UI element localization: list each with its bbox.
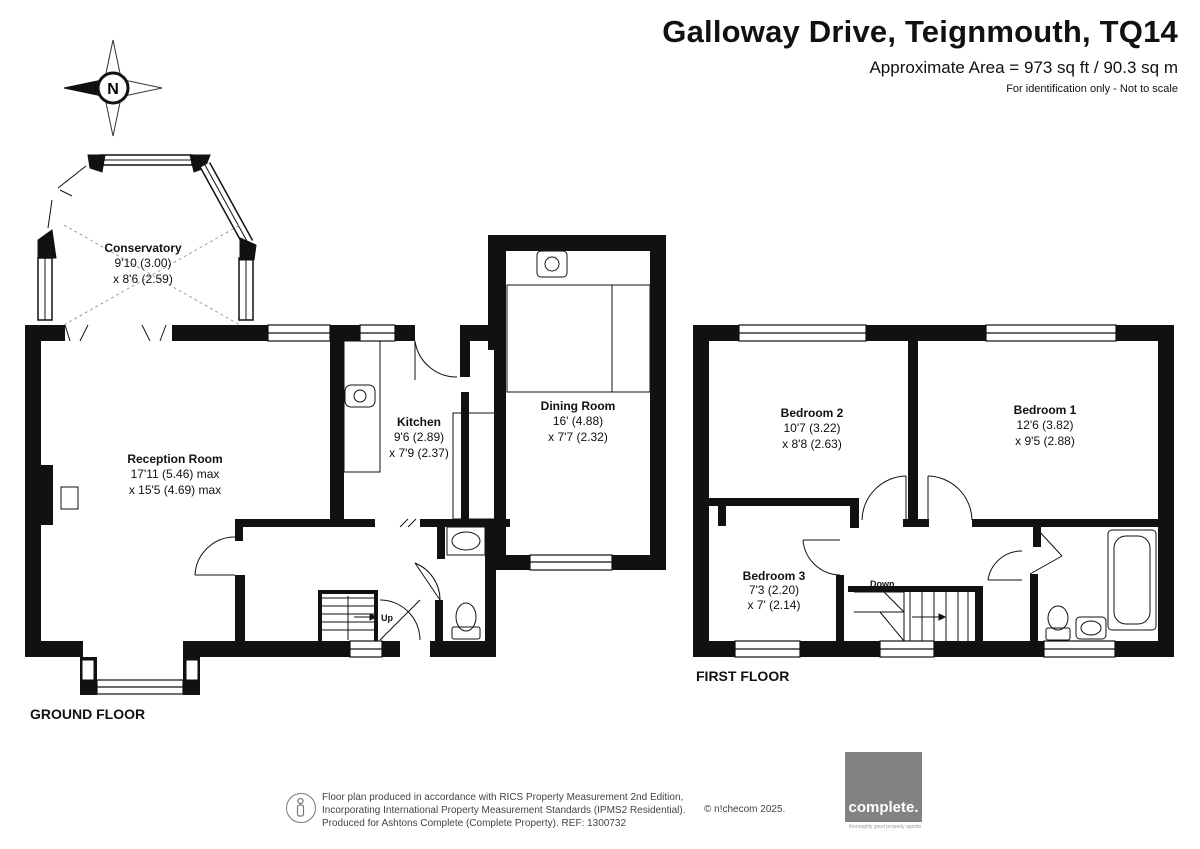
kitchen-name: Kitchen <box>397 415 441 429</box>
ground-floor-windows <box>96 324 613 695</box>
dining-dim2: x 7'7 (2.32) <box>548 430 608 444</box>
first-floor-fixtures <box>802 475 1157 642</box>
first-floor-walls <box>693 325 1174 657</box>
bedroom3-name: Bedroom 3 <box>743 569 806 583</box>
dining-dim1: 16' (4.88) <box>553 414 603 428</box>
reception-dim1: 17'11 (5.46) max <box>131 467 220 481</box>
kitchen-dim2: x 7'9 (2.37) <box>389 446 449 460</box>
compass-letter: N <box>107 81 119 98</box>
bedroom2-dim1: 10'7 (3.22) <box>784 421 841 435</box>
footer-line2: Incorporating International Property Mea… <box>322 805 686 816</box>
footer-line3: Produced for Ashtons Complete (Complete … <box>322 818 627 829</box>
bedroom1-dim2: x 9'5 (2.88) <box>1015 434 1075 448</box>
kitchen-dim1: 9'6 (2.89) <box>394 430 444 444</box>
footer-line1: Floor plan produced in accordance with R… <box>322 792 684 803</box>
reception-name: Reception Room <box>127 452 222 466</box>
approximate-area: Approximate Area = 973 sq ft / 90.3 sq m <box>869 58 1178 77</box>
bedroom1-name: Bedroom 1 <box>1014 403 1077 417</box>
conservatory-dim1: 9'10 (3.00) <box>115 256 172 270</box>
conservatory-name: Conservatory <box>104 241 182 255</box>
bay-window <box>80 657 200 695</box>
ground-floor-fixtures <box>60 250 651 641</box>
first-floor-windows <box>734 324 1117 658</box>
copyright: © n!checom 2025. <box>704 804 786 815</box>
scale-note: For identification only - Not to scale <box>1006 83 1178 95</box>
bedroom2-name: Bedroom 2 <box>781 406 844 420</box>
ground-floor-walls <box>25 235 666 657</box>
property-title: Galloway Drive, Teignmouth, TQ14 <box>662 14 1178 49</box>
bedroom3-dim2: x 7' (2.14) <box>748 598 801 612</box>
stairs-up-label: Up <box>381 613 393 623</box>
conservatory-structure <box>37 154 257 326</box>
first-floor-label: FIRST FLOOR <box>696 668 790 684</box>
bedroom3-dim1: 7'3 (2.20) <box>749 583 799 597</box>
person-info-icon <box>286 793 316 823</box>
footer-disclaimer: Floor plan produced in accordance with R… <box>322 791 686 830</box>
ground-floor-label: GROUND FLOOR <box>30 706 146 722</box>
room-labels: Conservatory 9'10 (3.00) x 8'6 (2.59) Re… <box>104 241 1076 623</box>
agency-logo: complete. <box>845 752 922 822</box>
reception-dim2: x 15'5 (4.69) max <box>129 483 221 497</box>
stairs-down-label: Down <box>870 579 895 589</box>
bedroom1-dim1: 12'6 (3.82) <box>1017 418 1074 432</box>
bedroom2-dim2: x 8'8 (2.63) <box>782 437 842 451</box>
agency-tagline: thoroughly good property agents <box>849 824 921 830</box>
dining-name: Dining Room <box>541 399 616 413</box>
compass-icon: N <box>63 39 163 137</box>
conservatory-dim2: x 8'6 (2.59) <box>113 272 173 286</box>
